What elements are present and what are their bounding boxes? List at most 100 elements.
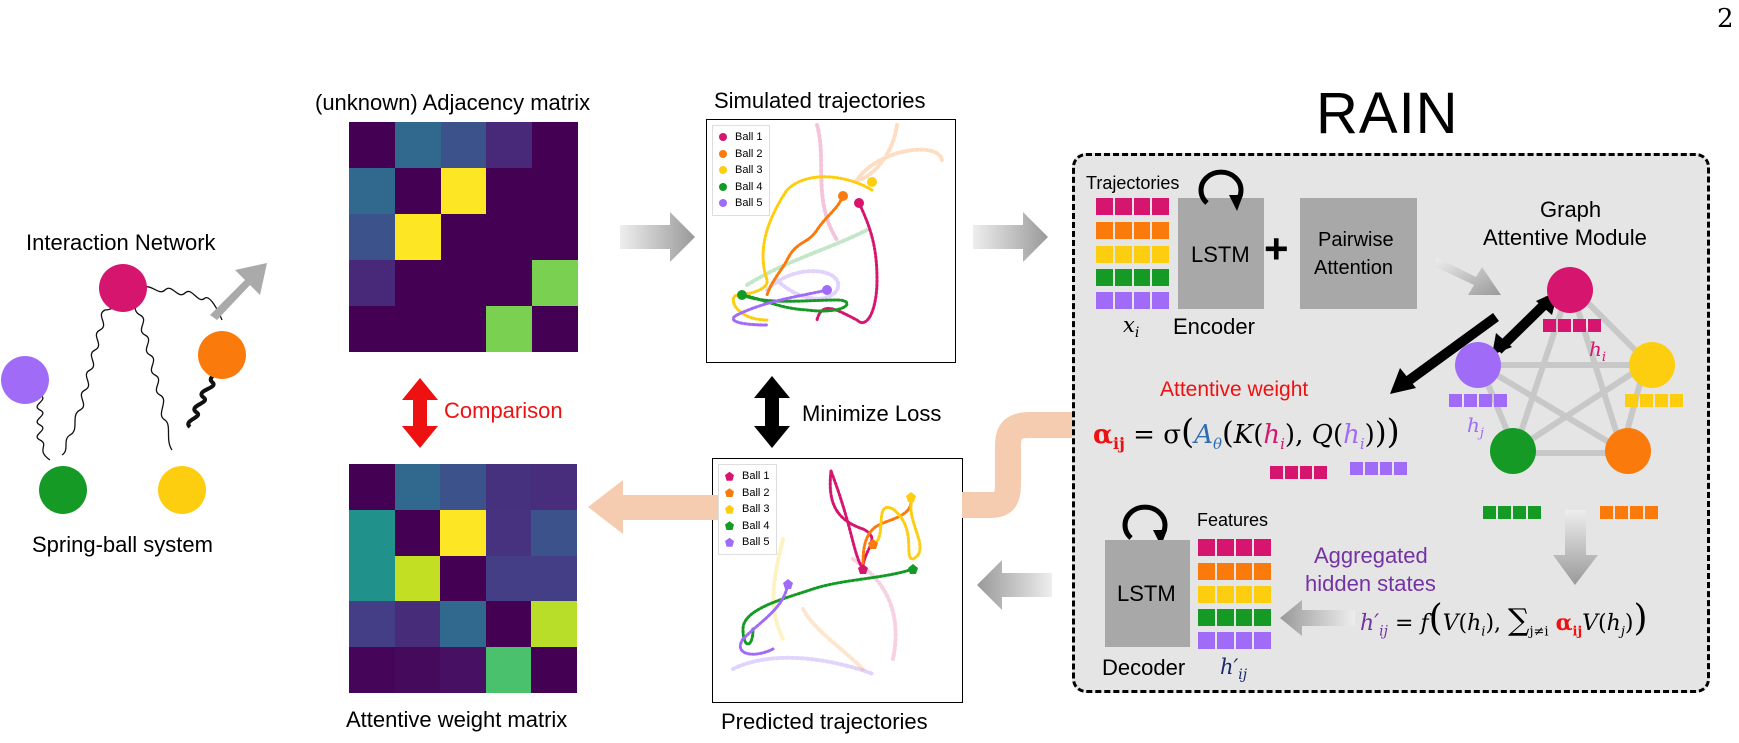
arrow-up-right <box>210 263 267 320</box>
pairwise-attention-box <box>1300 198 1417 309</box>
aggregated-label-1: Aggregated <box>1314 543 1428 568</box>
h-prime-glyph: h′ <box>1360 611 1380 636</box>
spring-1-2 <box>139 286 223 321</box>
matrix-cell <box>531 509 577 556</box>
legend-label: Ball 2 <box>742 486 770 499</box>
legend-item: Ball 1 <box>719 129 763 146</box>
x-subscript: i <box>1134 325 1140 342</box>
peach-arrow-left <box>588 480 718 534</box>
ball-3-marker <box>725 504 734 514</box>
simulated-title: Simulated trajectories <box>714 88 926 113</box>
matrix-cell <box>394 168 441 214</box>
h-glyph: h <box>1343 420 1360 450</box>
k-function: K <box>1233 420 1254 450</box>
sigma-symbol: σ <box>1163 420 1181 450</box>
matrix-cell <box>532 260 578 306</box>
equals-sign: = <box>1395 611 1414 636</box>
h-prime-glyph: h′ <box>1220 655 1239 679</box>
minimize-loss-label: Minimize Loss <box>802 401 942 426</box>
legend-item: Ball 4 <box>725 518 770 535</box>
h-j-node-label: hj <box>1467 413 1484 441</box>
legend-label: Ball 3 <box>735 164 763 176</box>
h-prime-subscript: ij <box>1379 623 1388 640</box>
legend-label: Ball 5 <box>735 197 763 209</box>
attentive-weight-equation: αij = σ(Aθ(K(hi), Q(hi))) <box>1093 412 1400 454</box>
matrix-cell <box>531 464 577 510</box>
matrix-cell <box>531 601 577 648</box>
legend-label: Ball 3 <box>742 503 770 515</box>
legend-item: Ball 3 <box>719 162 763 179</box>
ball-1-marker <box>719 133 727 142</box>
spring-1-3 <box>61 292 119 456</box>
h-subscript: i <box>1481 624 1486 640</box>
matrix-cell <box>349 122 395 168</box>
matrix-cell <box>349 509 395 556</box>
legend-label: Ball 4 <box>735 180 763 193</box>
ball-5-marker <box>719 199 727 208</box>
legend-label: Ball 1 <box>735 131 763 143</box>
matrix-cell <box>349 601 395 648</box>
trajectories-label: Trajectories <box>1086 173 1180 193</box>
alpha-subscript: ij <box>1572 624 1583 640</box>
legend-item: Ball 2 <box>725 485 770 502</box>
adjacency-title: (unknown) Adjacency matrix <box>315 90 591 115</box>
matrix-cell <box>486 260 533 306</box>
decoder-loop-icon <box>1122 504 1168 546</box>
matrix-cell <box>394 122 441 168</box>
pairwise-label-2: Attention <box>1314 257 1393 279</box>
page-number: 2 <box>1717 4 1734 34</box>
q-arg: hi <box>1343 420 1365 454</box>
matrix-cell <box>486 122 533 168</box>
arrow-to-features <box>1280 600 1355 636</box>
graph-label-2: Attentive Module <box>1483 225 1647 250</box>
predicted-legend: Ball 1 Ball 2 Ball 3 Ball 4 Ball 5 <box>718 464 777 555</box>
legend-item: Ball 2 <box>719 146 763 163</box>
predicted-title: Predicted trajectories <box>721 709 928 734</box>
v-function: V <box>1442 611 1459 636</box>
legend-item: Ball 1 <box>725 468 770 485</box>
lstm-encoder-box <box>1178 198 1264 309</box>
h-i-node-label: hi <box>1589 337 1606 365</box>
pairwise-label-1: Pairwise <box>1318 229 1394 251</box>
legend-label: Ball 1 <box>742 470 770 482</box>
k-strip-pink <box>1270 466 1327 479</box>
predicted-trajectories <box>731 469 922 676</box>
traj-row-3 <box>1096 246 1169 263</box>
spring-ball-caption: Spring-ball system <box>32 532 213 557</box>
features-label: Features <box>1197 510 1269 530</box>
arrow-to-simulated <box>620 212 695 262</box>
simulated-legend: Ball 1 Ball 2 Ball 3 Ball 4 Ball 5 <box>712 125 770 216</box>
h-symbol: h <box>1467 413 1480 437</box>
v-arg-hi: hi <box>1467 611 1486 640</box>
graph-attentive-module <box>1455 267 1675 474</box>
aggregation-equation: h′ij = f(V(hi), ∑j≠i αijV(hj)) <box>1360 598 1648 640</box>
feat-row-5 <box>1198 632 1271 649</box>
matrix-cell <box>485 464 532 510</box>
matrix-cell <box>440 509 486 556</box>
h-prime-lhs: h′ij <box>1360 611 1388 640</box>
traj-row-5 <box>1096 292 1169 309</box>
matrix-cell <box>349 260 395 306</box>
rain-title: RAIN <box>1316 81 1459 146</box>
ball-4 <box>39 466 87 514</box>
attentive-matrix-title: Attentive weight matrix <box>346 707 568 732</box>
matrix-cell <box>349 647 395 693</box>
legend-item: Ball 5 <box>725 534 770 551</box>
matrix-cell <box>394 647 441 693</box>
matrix-cell <box>349 214 395 260</box>
h-symbol: h <box>1589 337 1602 361</box>
arrow-to-graph <box>1436 257 1501 295</box>
h-subscript: i <box>1280 435 1285 454</box>
feat-row-3 <box>1198 586 1271 603</box>
matrix-cell <box>485 509 532 556</box>
equals-sign: = <box>1133 420 1155 450</box>
a-theta-term: Aθ <box>1194 420 1222 453</box>
h-subscript: i <box>1359 435 1365 454</box>
v-function: V <box>1582 611 1599 636</box>
v-arg-hj: hj <box>1607 611 1625 639</box>
matrix-cell <box>440 555 486 602</box>
arrow-graph-to-weight <box>1390 312 1499 394</box>
peach-connector <box>962 412 1078 518</box>
node-strip-green <box>1483 506 1541 519</box>
matrix-cell <box>440 647 486 693</box>
